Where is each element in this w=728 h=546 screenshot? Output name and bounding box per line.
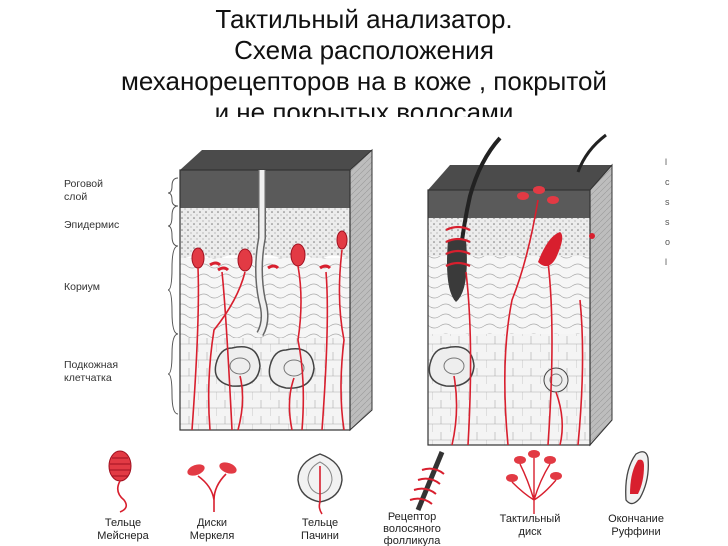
svg-text:l: l bbox=[665, 157, 667, 167]
caption-hair-1: Рецептор bbox=[388, 511, 436, 523]
caption-merkel-1: Диски bbox=[197, 517, 227, 529]
label-stratum-corneum-2: слой bbox=[64, 191, 87, 203]
layer-labels: Роговой слой Эпидермис Кориум Подкожная … bbox=[64, 177, 179, 415]
label-subcutis-1: Подкожная bbox=[64, 359, 118, 371]
brace-corium bbox=[167, 245, 179, 335]
ruffini-ending-icon bbox=[625, 451, 649, 505]
caption-tactile-1: Тактильный bbox=[500, 513, 561, 525]
brace-subcutis bbox=[167, 333, 179, 415]
hair-follicle-receptor-icon bbox=[409, 451, 445, 511]
merkel-disc-icon bbox=[187, 462, 237, 512]
pacinian-corpuscle-icon bbox=[297, 453, 343, 515]
margin-marks: l c s s o l bbox=[665, 157, 670, 267]
receptor-legend: Тельце Мейснера Диски Меркеля Тельце Пач… bbox=[97, 450, 664, 546]
slide-title: Тактильный анализатор. Схема расположени… bbox=[0, 4, 728, 117]
caption-hair-3: фолликула bbox=[384, 535, 442, 546]
svg-text:l: l bbox=[665, 257, 667, 267]
caption-meissner-1: Тельце bbox=[105, 517, 141, 529]
label-epidermis: Эпидермис bbox=[64, 219, 119, 231]
glabrous-skin-block bbox=[179, 148, 373, 432]
brace-epidermis bbox=[167, 205, 179, 247]
title-line-4: и не покрытых волосами bbox=[214, 97, 514, 117]
tactile-disc-icon bbox=[506, 450, 562, 514]
svg-text:s: s bbox=[665, 197, 670, 207]
title-line-3: механорецепторов на в коже , покрытой bbox=[121, 66, 607, 96]
caption-ruffini-2: Руффини bbox=[611, 526, 660, 538]
brace-corneum bbox=[167, 177, 179, 207]
caption-pacini-2: Пачини bbox=[301, 530, 339, 542]
title-line-1: Тактильный анализатор. bbox=[215, 4, 513, 34]
title-line-2: Схема расположения bbox=[234, 35, 494, 65]
hairy-skin-block bbox=[427, 133, 613, 447]
caption-tactile-2: диск bbox=[519, 526, 542, 538]
meissner-corpuscle-icon bbox=[108, 450, 132, 513]
svg-text:o: o bbox=[665, 237, 670, 247]
caption-merkel-2: Меркеля bbox=[190, 530, 235, 542]
label-corium: Кориум bbox=[64, 281, 100, 293]
label-subcutis-2: клетчатка bbox=[64, 372, 112, 384]
caption-pacini-1: Тельце bbox=[302, 517, 338, 529]
caption-ruffini-1: Окончание bbox=[608, 513, 664, 525]
svg-text:s: s bbox=[665, 217, 670, 227]
caption-hair-2: волосяного bbox=[383, 523, 441, 535]
label-stratum-corneum-1: Роговой bbox=[64, 178, 103, 190]
svg-text:c: c bbox=[665, 177, 670, 187]
caption-meissner-2: Мейснера bbox=[97, 530, 149, 542]
